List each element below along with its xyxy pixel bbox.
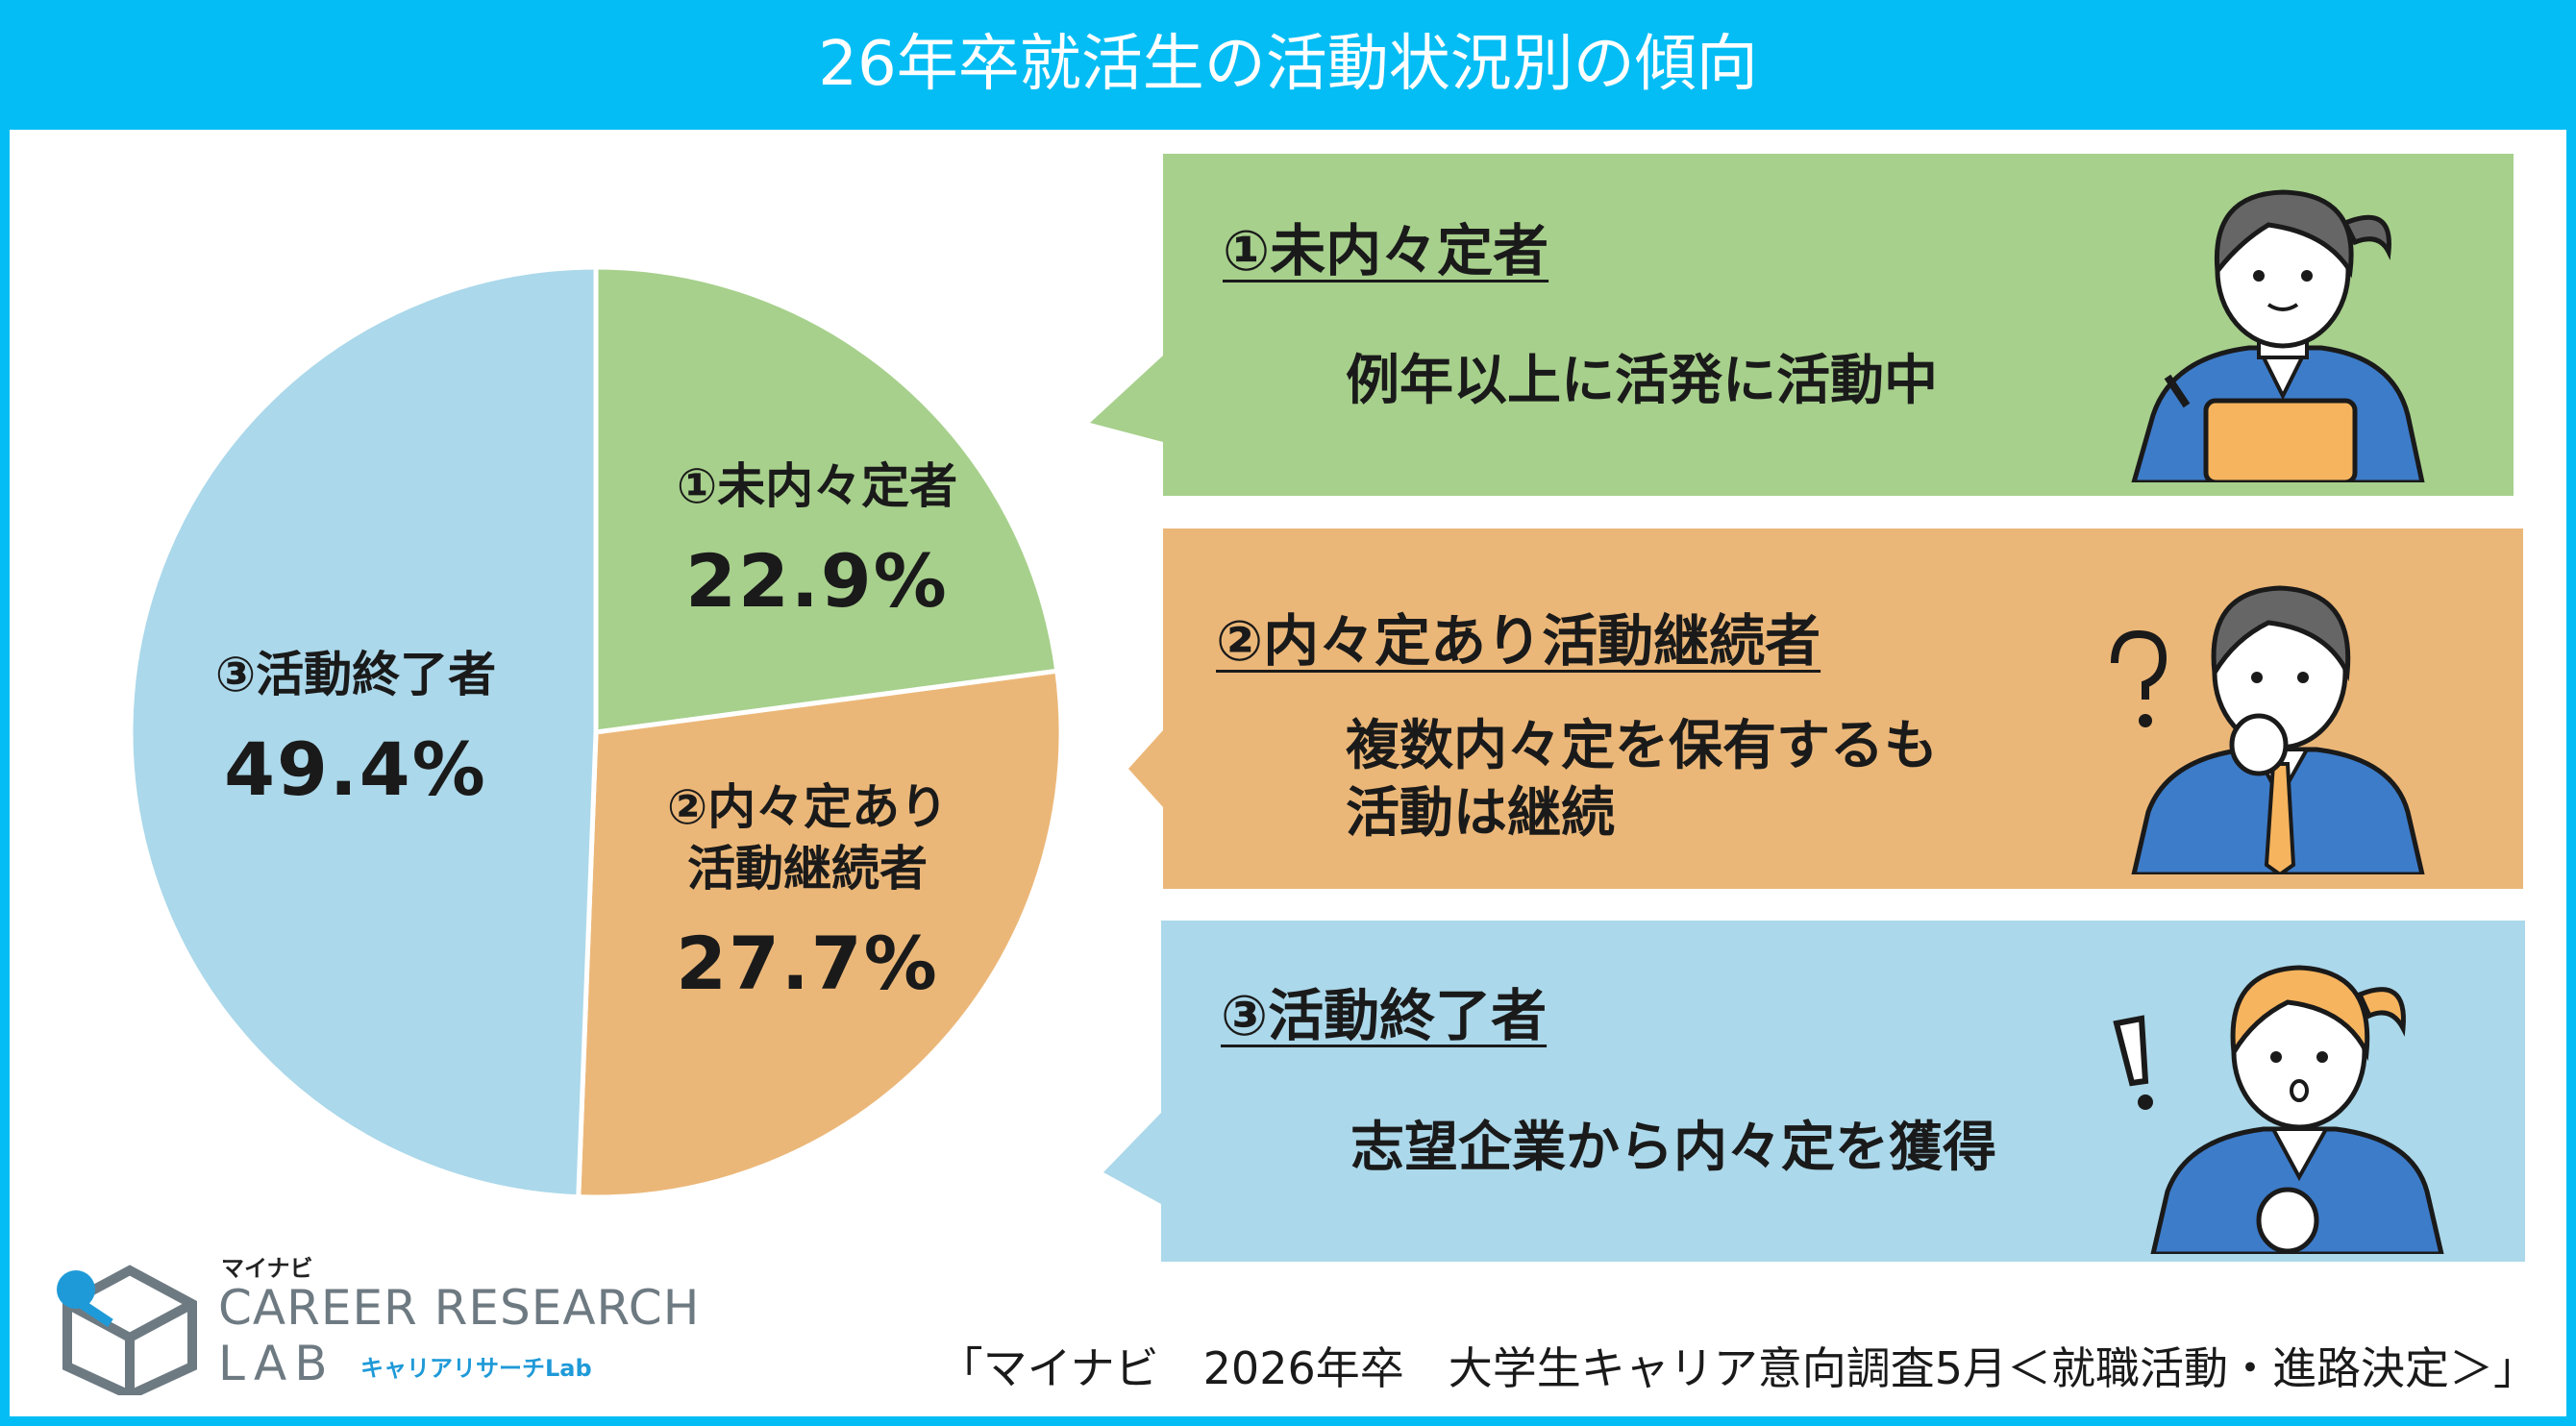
source-citation: 「マイナビ 2026年卒 大学生キャリア意向調査5月＜就職活動・進路決定＞」: [938, 1342, 2538, 1394]
person-with-tablet-icon: [2131, 189, 2425, 482]
pie-label-name: ①未内々定者: [676, 458, 958, 514]
pie-label-name: 活動継続者: [687, 841, 928, 897]
callout-heading: ③活動終了者: [1221, 983, 1548, 1048]
pie-label-value: 49.4%: [224, 726, 487, 812]
page-title: 26年卒就活生の活動状況別の傾向: [0, 0, 2576, 130]
pie-label-slice-2: ②内々定あり 活動継続者 27.7%: [577, 776, 1038, 1006]
pie-label-name: ②内々定あり: [666, 779, 949, 835]
logo-main-text: CAREER RESEARCH: [218, 1280, 701, 1336]
brand-logo: マイナビ CAREER RESEARCH LAB キャリアリサーチLab: [53, 1249, 706, 1395]
callout-bubble: [1103, 921, 2525, 1262]
cube-logo-icon: [57, 1265, 197, 1395]
pie-label-value: 22.9%: [685, 538, 949, 624]
person-thinking-question-icon: [2111, 585, 2425, 874]
callout-bubble-shape: [1103, 921, 2525, 1262]
callout-heading: ①未内々定者: [1223, 218, 1549, 283]
callout-text: 複数内々定を保有するも: [1346, 715, 1938, 777]
pie-label-slice-1: ①未内々定者 22.9%: [586, 455, 1048, 624]
pie-label-slice-3: ③活動終了者 49.4%: [125, 644, 586, 812]
callout-text: 例年以上に活発に活動中: [1346, 350, 1938, 412]
pie-slice-1: [593, 264, 1060, 735]
logo-brand-name: マイナビ: [221, 1255, 313, 1282]
pie-slice-2: [576, 668, 1064, 1200]
logo-japanese-text: キャリアリサーチLab: [360, 1355, 592, 1382]
callout-heading: ②内々定あり活動継続者: [1216, 608, 1821, 674]
pie-label-name: ③活動終了者: [214, 647, 497, 702]
callout-text: 志望企業から内々定を獲得: [1350, 1117, 1996, 1179]
person-surprised-exclamation-icon: [2113, 965, 2444, 1254]
pie-chart: [128, 264, 1064, 1200]
pie-label-value: 27.7%: [676, 921, 939, 1006]
pie-slice-3: [128, 264, 599, 1200]
callout-text: 活動は継続: [1346, 782, 1615, 845]
logo-lab-text: LAB: [218, 1336, 335, 1391]
